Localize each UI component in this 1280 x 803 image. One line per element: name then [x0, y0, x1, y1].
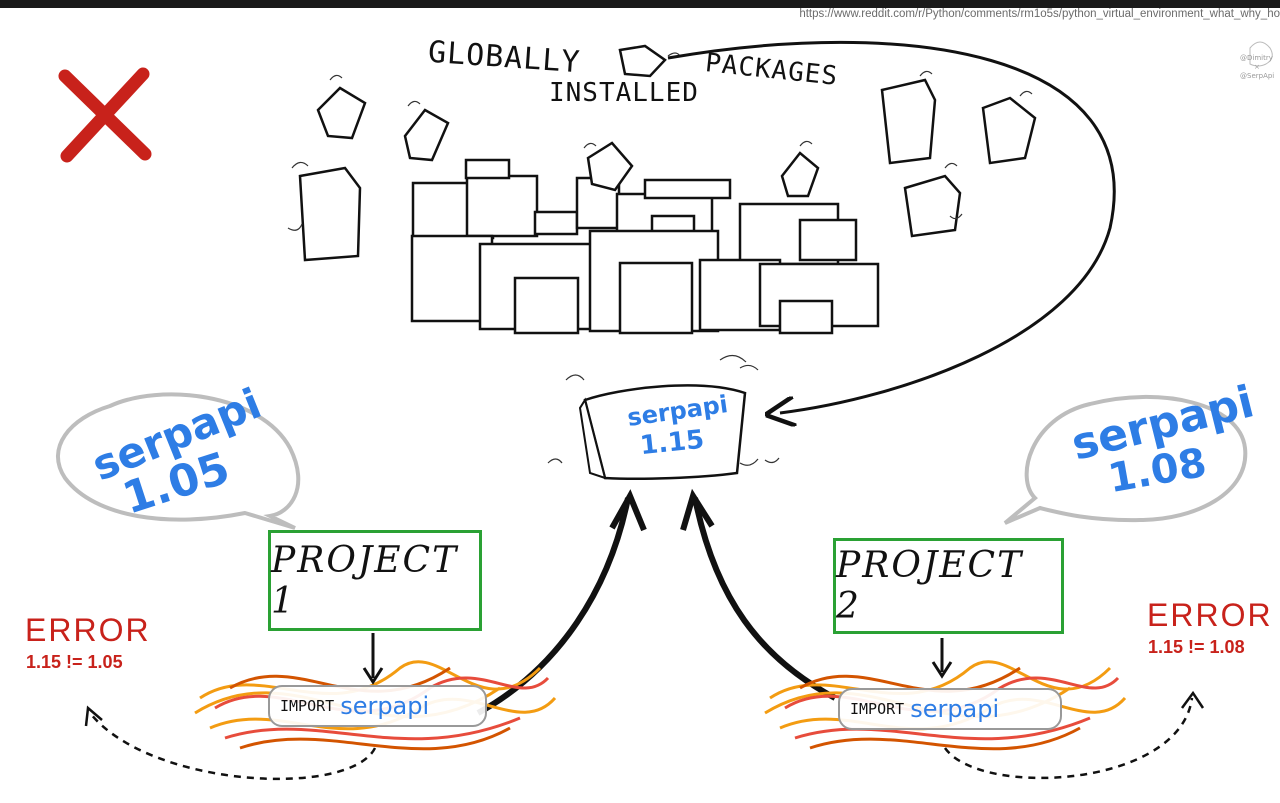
import-keyword: IMPORT [850, 700, 905, 718]
arrow-project1-to-central [476, 497, 631, 716]
arrow-project2-to-central [692, 497, 837, 701]
error-right-title: ERROR [1147, 597, 1273, 633]
diagram-canvas [0, 8, 1280, 803]
import-package: serpapi [340, 692, 430, 720]
project-2-label: PROJECT 2 [836, 545, 1024, 627]
title-installed: INSTALLED [549, 78, 699, 108]
central-package-box-side [578, 397, 607, 480]
project-2-import: IMPORT serpapi [838, 688, 1062, 730]
import-package: serpapi [910, 695, 1000, 723]
curved-arrow [667, 40, 1116, 413]
speech-bubble-right [1003, 394, 1248, 525]
red-x-icon [58, 67, 152, 163]
central-package-box [583, 384, 747, 481]
arrow-project2-down [931, 638, 953, 679]
credit-line-1: @Dimitry [1240, 54, 1273, 62]
credit-line-2: × [1254, 63, 1260, 71]
motion-lines [287, 52, 1033, 466]
import-keyword: IMPORT [280, 697, 335, 715]
project-1-label: PROJECT 1 [271, 539, 459, 622]
arrow-project1-down [362, 633, 384, 685]
arrow-project1-head [609, 489, 647, 532]
floating-packages [298, 44, 1037, 262]
credit-watermark: @Dimitry × @SerpApi [1240, 54, 1274, 81]
credit-line-3: @SerpApi [1240, 72, 1275, 80]
diagram-drawing [56, 40, 1273, 781]
project-1-import: IMPORT serpapi [268, 685, 487, 727]
project-2-box: PROJECT 2 [833, 538, 1064, 634]
arrow-project2-head [680, 488, 715, 531]
global-packages-pile [410, 158, 880, 335]
speech-bubble-left [56, 392, 301, 530]
error-left-title: ERROR [25, 612, 151, 648]
source-url: https://www.reddit.com/r/Python/comments… [799, 8, 1280, 20]
dashed-arrow-right [943, 697, 1194, 780]
dashed-arrow-right-head [1180, 690, 1205, 709]
error-left-detail: 1.15 != 1.05 [26, 652, 123, 672]
credit-doodle [1249, 41, 1273, 67]
project-1-box: PROJECT 1 [268, 530, 482, 631]
dashed-arrow-left-head [84, 705, 103, 727]
error-right-detail: 1.15 != 1.08 [1148, 637, 1245, 657]
